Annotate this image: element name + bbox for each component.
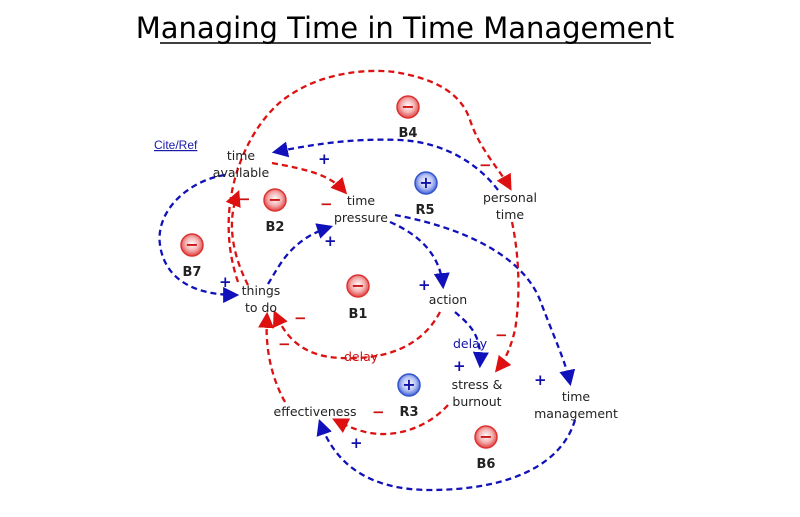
polarity-minus: −: [495, 326, 508, 344]
svg-text:−: −: [268, 190, 281, 209]
link-pressure-to-action: [389, 220, 450, 290]
polarity-plus: +: [453, 357, 466, 375]
polarity-plus: +: [350, 434, 363, 452]
loop-icon-b2[interactable]: − B2: [263, 188, 287, 235]
node-time-available[interactable]: time available: [213, 148, 270, 180]
link-stress-to-effectiveness: [332, 404, 449, 436]
svg-text:burnout: burnout: [452, 394, 501, 409]
svg-text:management: management: [534, 406, 618, 421]
svg-text:to do: to do: [245, 300, 277, 315]
svg-text:−: −: [401, 97, 414, 116]
svg-text:pressure: pressure: [334, 210, 388, 225]
polarity-minus: −: [278, 335, 291, 353]
link-timeavail-to-pressure: [271, 161, 348, 195]
loop-icon-r5[interactable]: + R5: [414, 171, 438, 218]
loop-label-b1: B1: [349, 307, 368, 322]
svg-text:time: time: [496, 207, 525, 222]
link-pressure-to-timemgmt: [394, 213, 576, 387]
link-things-to-personal: [227, 69, 512, 283]
polarity-plus: +: [219, 273, 232, 291]
loop-icon-b6[interactable]: − B6: [474, 425, 498, 472]
loop-label-b4: B4: [399, 126, 418, 141]
svg-text:−: −: [185, 235, 198, 254]
link-timemgmt-to-effectiveness: [316, 418, 577, 492]
page-title: Managing Time in Time Management: [136, 11, 674, 45]
svg-text:personal: personal: [483, 190, 537, 205]
loop-label-b6: B6: [477, 457, 496, 472]
loop-icon-b7[interactable]: − B7: [180, 233, 204, 280]
link-personal-to-timeavail: [271, 138, 499, 191]
link-action-to-stress: [454, 311, 489, 369]
svg-text:time: time: [227, 148, 256, 163]
link-action-to-things: [273, 310, 442, 360]
node-stress-burnout[interactable]: stress & burnout: [452, 377, 503, 409]
svg-text:+: +: [402, 375, 415, 394]
polarity-minus: −: [479, 156, 492, 174]
cite-ref-link[interactable]: Cite/Ref: [154, 138, 198, 152]
loop-label-r3: R3: [399, 405, 418, 420]
svg-text:stress &: stress &: [452, 377, 503, 392]
polarity-plus: +: [418, 276, 431, 294]
link-timeavail-to-things-blue: [158, 173, 240, 304]
svg-text:−: −: [351, 276, 364, 295]
node-time-pressure[interactable]: time pressure: [334, 193, 388, 225]
polarity-minus: −: [320, 195, 333, 213]
polarity-minus: −: [238, 190, 251, 208]
svg-text:−: −: [479, 427, 492, 446]
link-effectiveness-to-things: [258, 311, 287, 403]
loop-icon-b1[interactable]: − B1: [346, 274, 370, 322]
polarity-plus: +: [534, 371, 547, 389]
node-action[interactable]: action: [429, 292, 467, 307]
svg-text:available: available: [213, 165, 270, 180]
link-things-to-pressure: [267, 223, 334, 285]
svg-text:time: time: [347, 193, 376, 208]
loop-label-b2: B2: [266, 220, 285, 235]
polarity-plus: +: [324, 232, 337, 250]
node-effectiveness[interactable]: effectiveness: [274, 404, 357, 419]
delay-label-red: delay: [344, 349, 379, 364]
svg-text:things: things: [242, 283, 281, 298]
link-personal-to-stress: [494, 221, 520, 373]
node-time-management[interactable]: time management: [534, 389, 618, 421]
svg-text:+: +: [419, 173, 432, 192]
node-personal-time[interactable]: personal time: [483, 190, 537, 222]
node-things-to-do[interactable]: things to do: [242, 283, 281, 315]
loop-label-b7: B7: [183, 265, 202, 280]
delay-label-blue: delay: [453, 336, 488, 351]
loop-icon-b4[interactable]: − B4: [396, 95, 420, 141]
loop-label-r5: R5: [415, 203, 434, 218]
link-things-to-timeavail-red: [225, 190, 250, 286]
loop-icon-r3[interactable]: + R3: [397, 373, 421, 420]
polarity-minus: −: [372, 403, 385, 421]
polarity-minus: −: [294, 309, 307, 327]
polarity-plus: +: [318, 150, 331, 168]
svg-text:time: time: [562, 389, 591, 404]
